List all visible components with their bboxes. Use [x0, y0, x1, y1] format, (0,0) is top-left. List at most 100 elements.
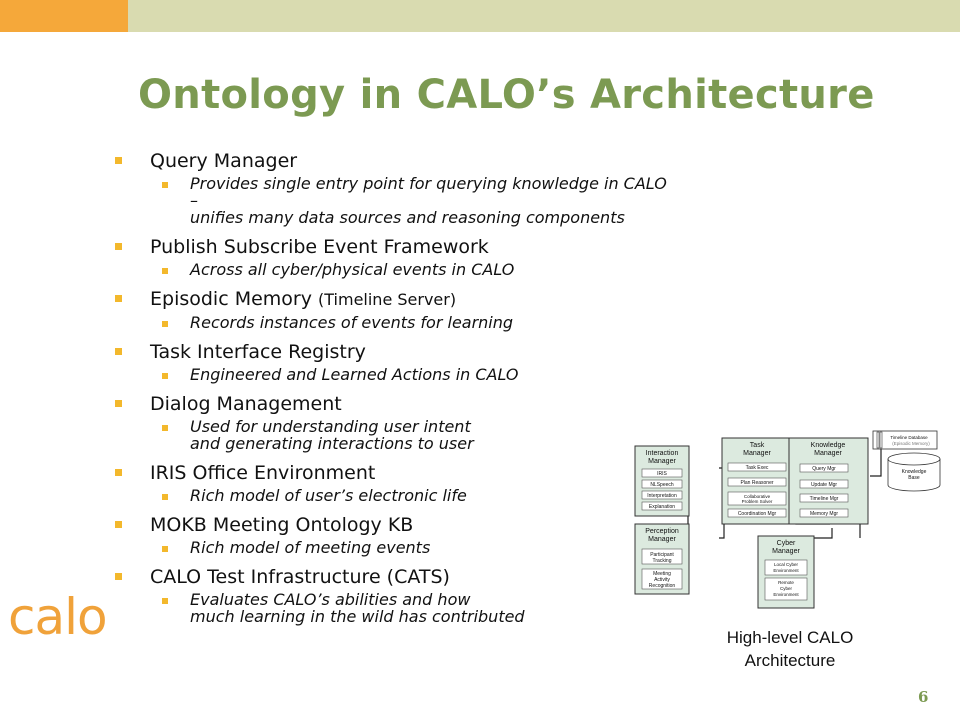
- task-exec-label: Task Exec: [746, 465, 769, 471]
- timeline-mgr-label: Timeline Mgr: [810, 496, 839, 502]
- cyber-manager-title: Manager: [772, 548, 800, 555]
- sub-bullet-text: much learning in the wild has contribute…: [190, 607, 525, 626]
- cyber-manager-title: Cyber: [777, 540, 796, 547]
- interpretation-box: [641, 490, 683, 500]
- coordination-mgr-box: [727, 508, 787, 518]
- page-number: 6: [918, 688, 929, 706]
- sub-bullet-item: Engineered and Learned Actions in CALO: [150, 366, 672, 383]
- perception-manager-title: Manager: [648, 536, 676, 543]
- bullet-item: Dialog Management: [112, 391, 672, 417]
- knowledge-manager-title: Knowledge: [811, 442, 846, 449]
- sub-bullet-text: Provides single entry point for querying…: [190, 174, 667, 210]
- bullet-text: MOKB Meeting Ontology KB: [150, 514, 414, 536]
- nlspeech-label: NLSpeech: [650, 482, 674, 488]
- sub-bullet-square-icon: [162, 425, 168, 431]
- sub-bullet-text: Evaluates CALO’s abilities and how: [190, 590, 471, 609]
- sub-bullet-text: Used for understanding user intent: [190, 417, 471, 436]
- memory-mgr-box: [799, 508, 849, 518]
- problem-solver-label: Problem Solver: [742, 499, 773, 504]
- slide-title: Ontology in CALO’s Architecture: [138, 72, 875, 118]
- sub-bullet-square-icon: [162, 321, 168, 327]
- collaborative-label: Collaborative: [744, 494, 771, 499]
- remote-cyber-environment-box: [764, 577, 808, 601]
- memory-mgr-label: Memory Mgr: [810, 511, 838, 517]
- sub-bullet-text: Rich model of user’s electronic life: [190, 486, 467, 505]
- bullet-item: Publish Subscribe Event Framework: [112, 234, 672, 260]
- meeting-label: Meeting: [653, 571, 671, 577]
- bullet-item: MOKB Meeting Ontology KB: [112, 512, 672, 538]
- calo-logo: calo: [8, 588, 108, 646]
- header-bar-olive: [128, 0, 960, 32]
- knowledge-manager-title: Manager: [814, 450, 842, 457]
- explanation-box: [641, 501, 683, 511]
- recognition-label: Recognition: [649, 583, 676, 589]
- participant-label: Participant: [650, 552, 674, 558]
- coordination-mgr-label: Coordination Mgr: [738, 511, 777, 517]
- cyber-label: Cyber: [780, 586, 793, 591]
- local-cyber-environment-box: [764, 559, 808, 576]
- bullet-text: Task Interface Registry: [150, 341, 366, 363]
- sub-bullet-square-icon: [162, 598, 168, 604]
- nlspeech-box: [641, 479, 683, 489]
- interpretation-label: Interpretation: [647, 493, 677, 499]
- knowledge-base-cylinder: [887, 459, 941, 492]
- bullet-square-icon: [115, 157, 122, 164]
- bullet-item: IRIS Office Environment: [112, 460, 672, 486]
- bullet-square-icon: [115, 573, 122, 580]
- timeline-database-box: [872, 430, 938, 450]
- sub-bullet-square-icon: [162, 268, 168, 274]
- task-exec-box: [727, 462, 787, 472]
- sub-bullet-square-icon: [162, 373, 168, 379]
- bullet-item: CALO Test Infrastructure (CATS): [112, 564, 672, 590]
- bullet-square-icon: [115, 243, 122, 250]
- sub-bullet-text: Across all cyber/physical events in CALO: [190, 260, 515, 279]
- knowledge-base-label: Base: [908, 475, 920, 481]
- task-manager-title: Manager: [743, 450, 771, 457]
- sub-bullet-item: Records instances of events for learning: [150, 314, 672, 331]
- bullet-text: Query Manager: [150, 150, 298, 172]
- bullet-list: Query Manager Provides single entry poin…: [112, 148, 672, 633]
- timeline-database-edge: [879, 431, 883, 449]
- explanation-label: Explanation: [649, 504, 675, 510]
- bullet-square-icon: [115, 348, 122, 355]
- sub-bullet-item: Rich model of meeting events: [150, 539, 672, 556]
- bullet-text: Episodic Memory: [150, 288, 319, 310]
- meeting-activity-recognition-box: [641, 568, 683, 590]
- perception-manager-title: Perception: [645, 528, 679, 535]
- sub-bullet-item: Provides single entry point for querying…: [150, 175, 672, 226]
- sub-bullet-text: unifies many data sources and reasoning …: [190, 208, 625, 227]
- header-bar-orange: [0, 0, 128, 32]
- bullet-square-icon: [115, 521, 122, 528]
- update-mgr-box: [799, 479, 849, 489]
- architecture-diagram: Interaction Manager IRIS NLSpeech Interp…: [634, 430, 941, 609]
- iris-label: IRIS: [657, 471, 667, 477]
- activity-label: Activity: [654, 577, 670, 583]
- timeline-database-label: Timeline Database: [890, 435, 928, 440]
- sub-bullet-text: Records instances of events for learning: [190, 313, 514, 332]
- bullet-text: CALO Test Infrastructure (CATS): [150, 566, 450, 588]
- knowledge-base-label: Knowledge: [902, 469, 927, 475]
- iris-box: [641, 468, 683, 478]
- remote-label: Remote: [778, 580, 794, 585]
- sub-bullet-square-icon: [162, 494, 168, 500]
- environment-label: Environment: [773, 592, 799, 597]
- timeline-database-edge: [876, 431, 880, 449]
- local-cyber-label: Local Cyber: [774, 562, 799, 567]
- collaborative-problem-solver-box: [727, 491, 787, 506]
- timeline-database-sublabel: (Episodic Memory): [892, 441, 930, 446]
- caption-line: Architecture: [744, 651, 836, 670]
- tracking-label: Tracking: [653, 558, 672, 564]
- bullet-item: Episodic Memory (Timeline Server): [112, 286, 672, 313]
- timeline-mgr-box: [799, 493, 849, 503]
- query-mgr-label: Query Mgr: [812, 466, 836, 472]
- knowledge-base-cylinder-top: [887, 452, 941, 466]
- diagram-caption: High-level CALO Architecture: [690, 626, 890, 672]
- sub-bullet-square-icon: [162, 182, 168, 188]
- participant-tracking-box: [641, 548, 683, 565]
- query-mgr-box: [799, 463, 849, 473]
- bullet-item: Task Interface Registry: [112, 339, 672, 365]
- interaction-manager-title: Manager: [648, 458, 676, 465]
- bullet-text: Dialog Management: [150, 393, 342, 415]
